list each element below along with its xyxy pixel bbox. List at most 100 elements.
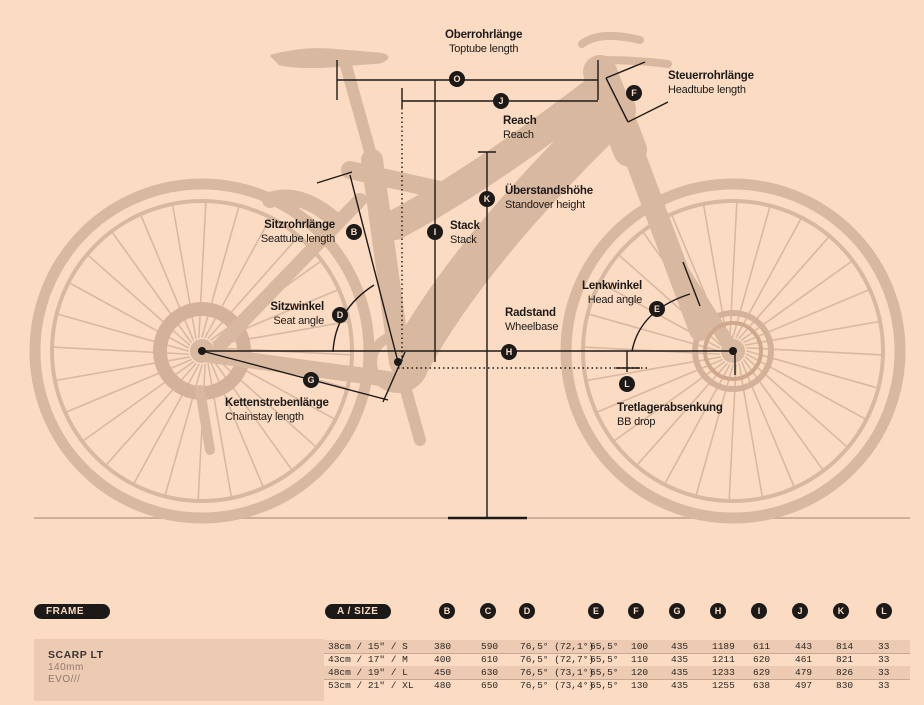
value-cell-D: 76,5° (73,1°) (520, 667, 595, 678)
model-variant: EVO/// (48, 674, 81, 685)
badge-L: L (619, 376, 635, 392)
value-cell-K: 814 (836, 641, 854, 652)
table-row: 48cm / 19" / L 450 630 76,5° (73,1°)65,5° 12… (324, 666, 910, 679)
value-cell-E: 65,5° (590, 667, 619, 678)
value-cell-H: 1255 (712, 680, 735, 691)
size-cell: 43cm / 17" / M (328, 654, 408, 665)
row-divider (324, 653, 910, 654)
value-cell-L: 33 (878, 654, 890, 665)
size-header: A / SIZE (325, 604, 391, 619)
value-cell-I: 629 (753, 667, 771, 678)
value-cell-H: 1211 (712, 654, 735, 665)
table-row: 38cm / 15" / S 380 590 76,5° (72,1°)65,5° 10… (324, 640, 910, 653)
svg-text:B: B (351, 227, 358, 237)
value-cell-K: 821 (836, 654, 854, 665)
geometry-table: SCARP LT 140mm EVO/// 38cm / 15" / S 380 5… (34, 639, 910, 701)
column-header-C: C (480, 603, 496, 619)
geometry-points (198, 347, 737, 366)
model-cell: SCARP LT 140mm EVO/// (34, 639, 324, 701)
value-cell-I: 620 (753, 654, 771, 665)
badge-J: J (493, 93, 509, 109)
value-cell-F: 130 (631, 680, 649, 691)
saddle (270, 48, 389, 69)
svg-text:H: H (506, 347, 513, 357)
value-cell-L: 33 (878, 680, 890, 691)
model-name: SCARP LT (48, 649, 104, 661)
dimension-badges: O J F K I B D H E G L (303, 71, 665, 392)
column-header-I: I (751, 603, 767, 619)
value-cell-I: 638 (753, 680, 771, 691)
badge-G: G (303, 372, 319, 388)
column-header-H: H (710, 603, 726, 619)
bike-silhouette (29, 31, 906, 524)
value-cell-G: 435 (671, 654, 689, 665)
badge-O: O (449, 71, 465, 87)
svg-text:O: O (453, 74, 460, 84)
badge-H: H (501, 344, 517, 360)
geometry-lines (201, 60, 736, 520)
value-cell-H: 1233 (712, 667, 735, 678)
size-cell: 53cm / 21" / XL (328, 680, 414, 691)
value-cell-F: 110 (631, 654, 649, 665)
frame-header: FRAME (34, 604, 110, 619)
svg-text:E: E (654, 304, 660, 314)
row-divider (324, 679, 910, 680)
size-cell: 48cm / 19" / L (328, 667, 408, 678)
column-header-K: K (833, 603, 849, 619)
badge-K: K (479, 191, 495, 207)
value-cell-B: 450 (434, 667, 452, 678)
value-cell-G: 435 (671, 641, 689, 652)
value-cell-K: 830 (836, 680, 854, 691)
column-header-J: J (792, 603, 808, 619)
value-cell-E: 65,5° (590, 641, 619, 652)
svg-text:J: J (498, 96, 503, 106)
size-cell: 38cm / 15" / S (328, 641, 408, 652)
badge-D: D (332, 307, 348, 323)
badge-I: I (427, 224, 443, 240)
model-travel: 140mm (48, 662, 84, 673)
svg-text:K: K (484, 194, 491, 204)
value-cell-K: 826 (836, 667, 854, 678)
svg-text:D: D (337, 310, 344, 320)
value-cell-G: 435 (671, 667, 689, 678)
rear-wheel (29, 178, 375, 524)
value-cell-B: 380 (434, 641, 452, 652)
value-cell-C: 590 (481, 641, 499, 652)
value-cell-E: 65,5° (590, 654, 619, 665)
value-cell-B: 480 (434, 680, 452, 691)
value-cell-D: 76,5° (73,4°) (520, 680, 595, 691)
value-cell-C: 630 (481, 667, 499, 678)
value-cell-F: 100 (631, 641, 649, 652)
value-cell-I: 611 (753, 641, 771, 652)
value-cell-D: 76,5° (72,7°) (520, 654, 595, 665)
badge-B: B (346, 224, 362, 240)
svg-text:F: F (631, 88, 637, 98)
value-cell-L: 33 (878, 667, 890, 678)
value-cell-G: 435 (671, 680, 689, 691)
value-cell-J: 443 (795, 641, 813, 652)
svg-text:G: G (307, 375, 314, 385)
badge-E: E (649, 301, 665, 317)
badge-F: F (626, 85, 642, 101)
column-header-B: B (439, 603, 455, 619)
value-cell-J: 461 (795, 654, 813, 665)
value-cell-J: 497 (795, 680, 813, 691)
column-header-E: E (588, 603, 604, 619)
value-cell-C: 650 (481, 680, 499, 691)
svg-text:I: I (434, 227, 437, 237)
value-cell-E: 65,5° (590, 680, 619, 691)
column-header-G: G (669, 603, 685, 619)
value-cell-F: 120 (631, 667, 649, 678)
value-cell-D: 76,5° (72,1°) (520, 641, 595, 652)
value-cell-H: 1189 (712, 641, 735, 652)
svg-text:L: L (624, 379, 630, 389)
